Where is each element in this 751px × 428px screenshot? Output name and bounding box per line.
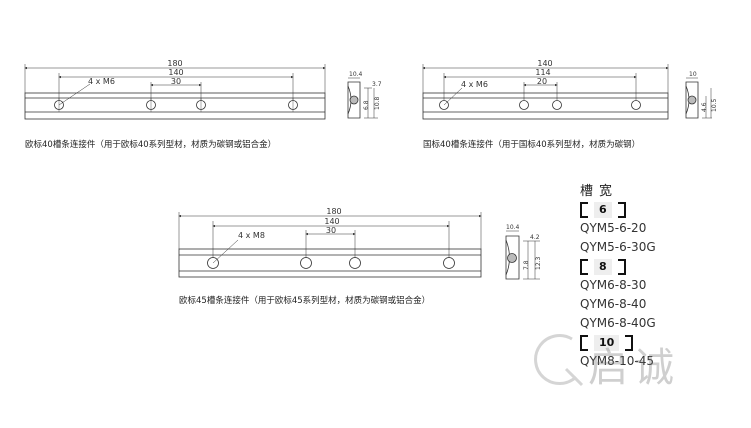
hole bbox=[349, 257, 361, 269]
group-label: 8 bbox=[594, 259, 612, 275]
caption-gb40: 国标40槽条连接件（用于国标40系列型材，材质为碳钢） bbox=[423, 140, 641, 150]
group-label: 6 bbox=[594, 202, 612, 218]
caption-euro45: 欧标45槽条连接件（用于欧标45系列型材，材质为碳钢或铝合金） bbox=[179, 296, 431, 306]
hole-callout: 4 x M8 bbox=[238, 231, 265, 240]
hole bbox=[439, 100, 449, 110]
model-item: QYM6-8-30 bbox=[580, 278, 647, 292]
dim-overall: 180 bbox=[326, 207, 341, 216]
section-dim: 12.3 bbox=[535, 256, 542, 270]
rail-body bbox=[422, 92, 669, 120]
hole bbox=[300, 257, 312, 269]
dim-pitch: 20 bbox=[537, 77, 547, 86]
section-dim: 4.2 bbox=[530, 234, 540, 241]
slot-width-title: 槽宽 bbox=[580, 184, 619, 199]
rail-body bbox=[178, 248, 482, 278]
section-dim: 7.8 bbox=[523, 260, 530, 270]
section-width: 10 bbox=[689, 71, 697, 78]
model-item: QYM5-6-20 bbox=[580, 221, 647, 235]
drawing-2 bbox=[422, 64, 712, 120]
section-dim: 10.5 bbox=[711, 98, 718, 112]
drawing-1 bbox=[24, 64, 378, 120]
dim-length: 114 bbox=[535, 68, 550, 77]
model-item: QYM5-6-30G bbox=[580, 240, 656, 254]
cross-section bbox=[505, 230, 540, 280]
hole bbox=[196, 98, 206, 112]
hole bbox=[54, 98, 64, 112]
cross-section bbox=[347, 77, 378, 119]
section-dim: 10.8 bbox=[374, 96, 381, 110]
hole-callout: 4 x M6 bbox=[461, 80, 488, 89]
hole bbox=[552, 100, 562, 110]
dim-pitch: 30 bbox=[171, 77, 181, 86]
dim-length: 140 bbox=[168, 68, 183, 77]
hole bbox=[519, 100, 529, 110]
section-dim: 4.6 bbox=[701, 102, 708, 112]
hole bbox=[443, 257, 455, 269]
rail-body bbox=[24, 92, 326, 120]
group-header: 8 bbox=[580, 259, 700, 275]
dim-overall: 140 bbox=[537, 59, 552, 68]
drawing-3 bbox=[178, 212, 540, 280]
section-width: 10.4 bbox=[506, 224, 520, 231]
group-label: 10 bbox=[594, 335, 620, 351]
dim-overall: 180 bbox=[167, 59, 182, 68]
model-item: QYM8-10-45 bbox=[580, 354, 654, 368]
model-item: QYM6-8-40 bbox=[580, 297, 647, 311]
hole bbox=[288, 98, 298, 112]
caption-euro40: 欧标40槽条连接件（用于欧标40系列型材，材质为碳钢或铝合金） bbox=[25, 140, 277, 150]
section-width: 10.4 bbox=[349, 71, 363, 78]
dim-length: 140 bbox=[324, 217, 339, 226]
hole bbox=[631, 100, 641, 110]
hole bbox=[207, 257, 219, 269]
dim-pitch: 30 bbox=[326, 226, 336, 235]
model-item: QYM6-8-40G bbox=[580, 316, 656, 330]
section-dim: 3.7 bbox=[372, 81, 382, 88]
hole-callout: 4 x M6 bbox=[88, 77, 115, 86]
cross-section bbox=[685, 77, 712, 119]
group-header: 6 bbox=[580, 202, 700, 218]
model-list: 槽宽 6 QYM5-6-20 QYM5-6-30G 8 QYM6-8-30 QY… bbox=[580, 180, 700, 371]
section-dim: 6.8 bbox=[363, 100, 370, 110]
hole bbox=[146, 98, 156, 112]
group-header: 10 bbox=[580, 335, 700, 351]
